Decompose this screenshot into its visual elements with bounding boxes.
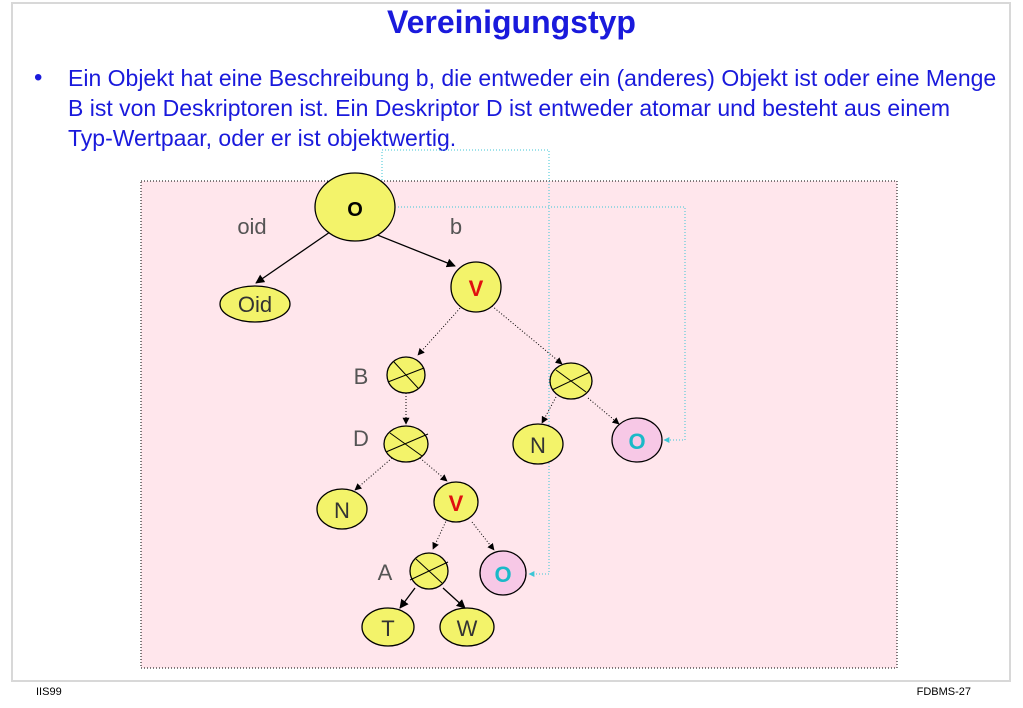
bullet-text: Ein Objekt hat eine Beschreibung b, die … <box>68 65 997 151</box>
node-o-mid-label: O <box>494 562 511 587</box>
node-t-label: T <box>381 616 394 641</box>
node-n-right <box>512 423 564 465</box>
node-n-left <box>316 488 368 530</box>
slide-title: Vereinigungstyp <box>387 4 636 40</box>
node-oid <box>219 285 291 323</box>
node-w-label: W <box>457 616 478 641</box>
edge-root-oid <box>255 231 331 284</box>
node-set-b <box>386 356 426 394</box>
edge-a-t <box>399 587 416 609</box>
node-n-right-label: N <box>530 433 546 458</box>
edge-d-n-left <box>354 457 393 491</box>
node-atomic-a <box>409 552 449 590</box>
node-w <box>439 607 495 647</box>
edge-a-w <box>442 587 466 609</box>
diagram-panel <box>140 180 898 669</box>
node-v-mid <box>433 481 479 523</box>
node-v-top-label: V <box>469 276 484 301</box>
bullet-symbol: • <box>34 64 43 91</box>
node-root-object <box>314 172 396 242</box>
edge-v-top-set-b <box>417 305 463 356</box>
edge-v-top-set-right <box>491 305 563 365</box>
node-o-right-label: O <box>628 429 645 454</box>
label-b: b <box>450 214 462 239</box>
node-v-mid-label: V <box>449 491 464 516</box>
node-root-object-label: O <box>347 199 363 221</box>
edge-set-right-o-right <box>587 397 620 425</box>
label-oid: oid <box>237 214 266 239</box>
reference-link-root-to-o-mid <box>381 149 550 577</box>
node-oid-label: Oid <box>238 292 272 317</box>
label-set-b: B <box>354 364 369 389</box>
node-t <box>361 607 415 647</box>
footer-right: FDBMS-27 <box>916 686 971 698</box>
footer-left: IIS99 <box>36 686 62 698</box>
node-o-mid <box>479 550 527 596</box>
node-o-right <box>611 417 663 463</box>
label-descriptor-d: D <box>353 426 369 451</box>
edge-set-right-n-right <box>541 396 557 424</box>
node-v-top <box>450 261 502 313</box>
node-set-right <box>549 362 593 400</box>
node-n-left-label: N <box>334 498 350 523</box>
node-descriptor-d <box>383 425 429 463</box>
label-atomic-a: A <box>378 560 393 585</box>
edge-v-mid-a <box>432 518 448 550</box>
